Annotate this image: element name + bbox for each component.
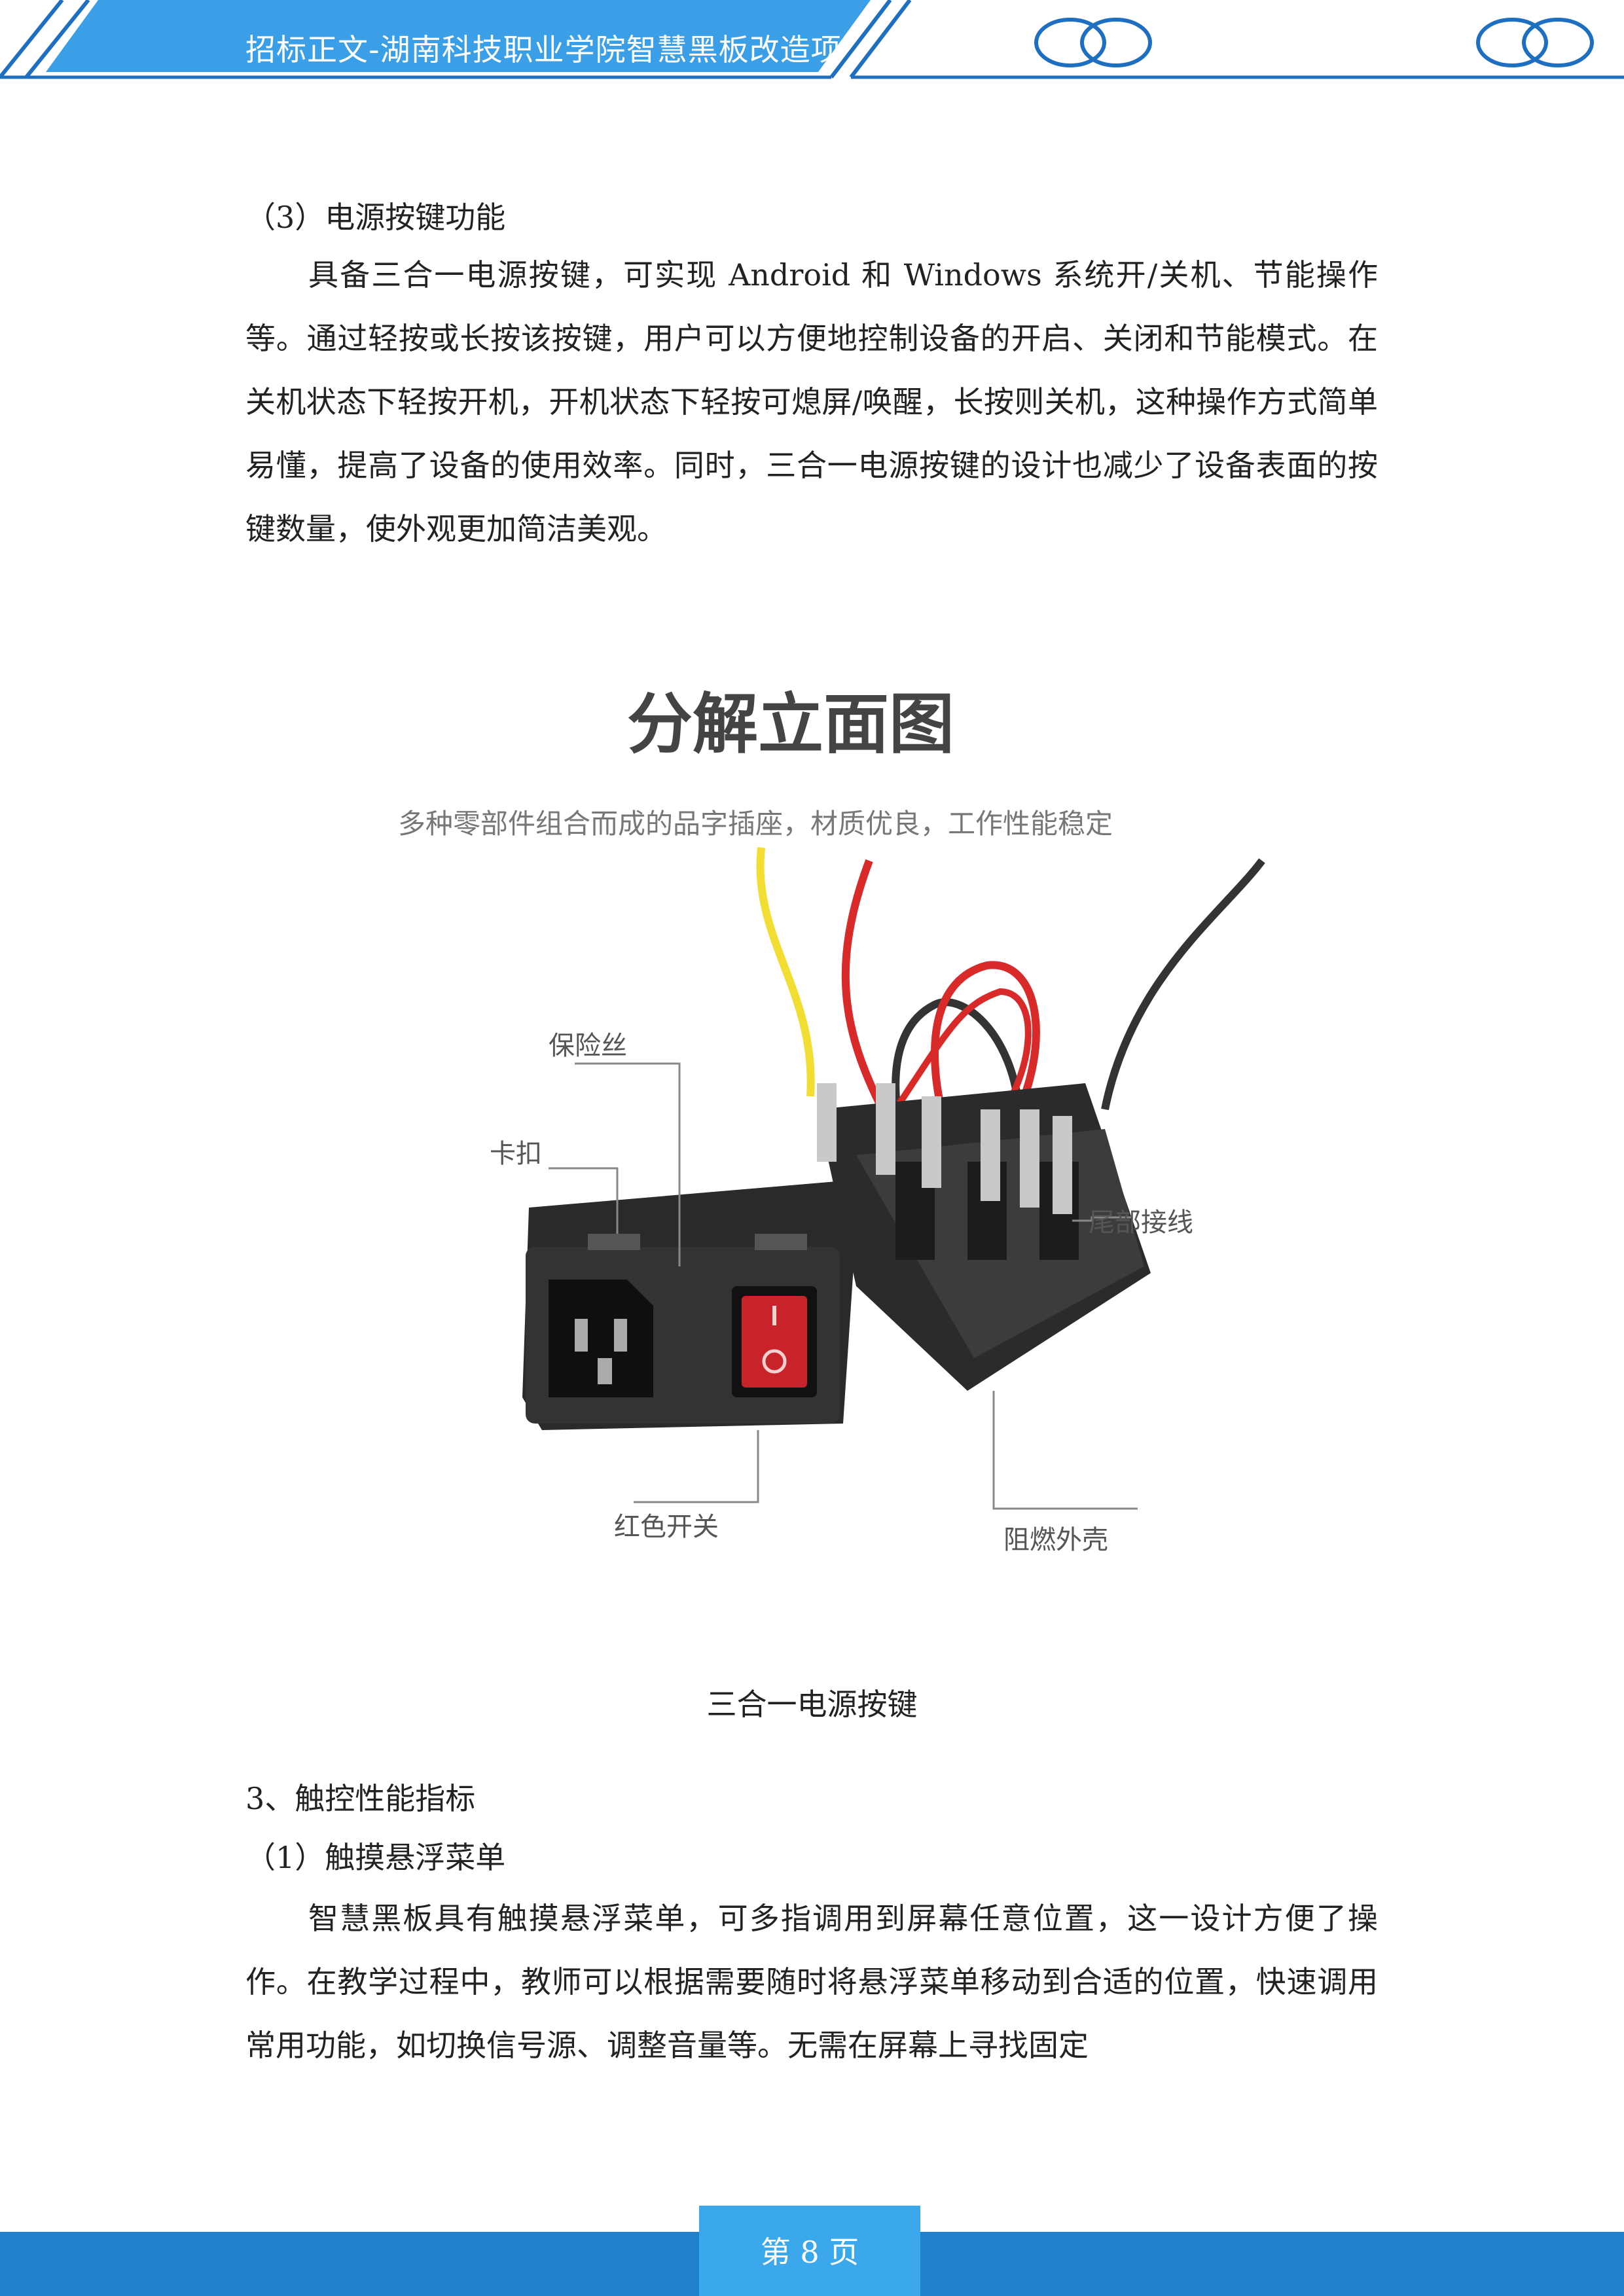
header-title: 招标正文-湖南科技职业学院智慧黑板改造项 — [245, 32, 842, 67]
section-heading-power-button: （3）电源按键功能 — [245, 200, 506, 235]
label-tail-wiring: 尾部接线 — [1089, 1208, 1193, 1238]
label-clip: 卡扣 — [490, 1139, 542, 1169]
label-fuse: 保险丝 — [549, 1031, 627, 1061]
power-socket-figure: 分解立面图 多种零部件组合而成的品字插座，材质优良，工作性能稳定 保险丝 卡扣 … — [359, 573, 1393, 1659]
figure-caption: 三合一电源按键 — [706, 1687, 918, 1722]
header-banner-graphic — [0, 0, 1624, 79]
page-header: 招标正文-湖南科技职业学院智慧黑板改造项 — [0, 0, 1624, 82]
label-flame-shell: 阻燃外壳 — [1003, 1525, 1108, 1555]
label-red-switch: 红色开关 — [614, 1512, 719, 1542]
power-socket-illustration — [522, 847, 1265, 1510]
logo-rings-icon — [1034, 18, 1594, 67]
footer-page-box — [699, 2206, 920, 2296]
figure-title: 分解立面图 — [627, 686, 954, 762]
page-number: 第 8 页 — [760, 2234, 859, 2270]
figure-subtitle: 多种零部件组合而成的品字插座，材质优良，工作性能稳定 — [398, 808, 1113, 840]
paragraph-floating-menu: 智慧黑板具有触摸悬浮菜单，可多指调用到屏幕任意位置，这一设计方便了操作。在教学过… — [245, 1901, 1378, 2063]
section-heading-floating-menu: （1）触摸悬浮菜单 — [245, 1840, 506, 1875]
paragraph-power-button: 具备三合一电源按键，可实现 Android 和 Windows 系统开/关机、节… — [245, 257, 1378, 547]
section-heading-touch-performance: 3、触控性能指标 — [245, 1781, 476, 1816]
